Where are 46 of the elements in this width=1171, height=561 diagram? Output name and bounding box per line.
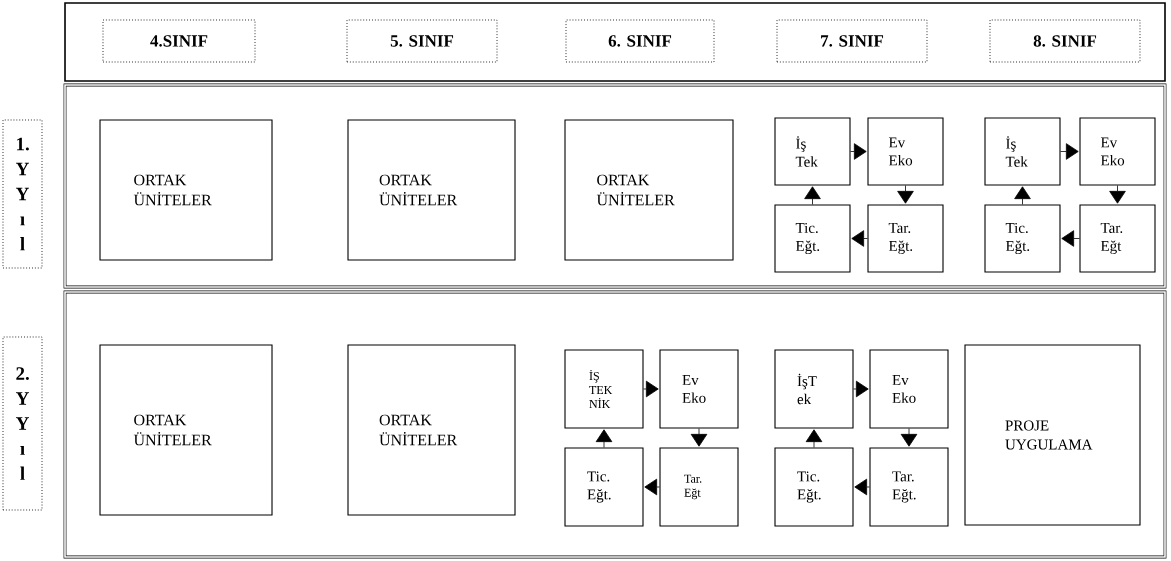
arrow xyxy=(805,429,823,448)
arrow xyxy=(1109,185,1126,204)
arrow xyxy=(804,186,821,205)
grade-box: 5. SINIF xyxy=(346,19,498,63)
topic-box: Ev Eko xyxy=(867,117,944,186)
topic-box: Tar. Eğt. xyxy=(867,204,944,273)
row-label-box: 1. Y Y ı l xyxy=(2,119,43,269)
topic-box: Ev Eko xyxy=(869,349,949,429)
grade-box: 6. SINIF xyxy=(565,19,715,63)
topic-box: İŞ TEK NİK xyxy=(564,349,644,429)
arrow xyxy=(644,478,660,496)
topic-box: İş Tek xyxy=(774,117,851,186)
grade-box: 8. SINIF xyxy=(989,19,1141,63)
topic-box: Tar. Eğt xyxy=(659,447,739,527)
topic-box: Ev Eko xyxy=(659,349,739,429)
topic-box: Tic. Eğt. xyxy=(984,204,1061,273)
topic-box: Tic. Eğt. xyxy=(774,447,854,527)
topic-box: Tic. Eğt. xyxy=(564,447,644,527)
unit-box: ORTAK ÜNİTELER xyxy=(564,119,734,261)
arrow xyxy=(850,143,867,160)
topic-box: Tic. Eğt. xyxy=(774,204,851,273)
topic-box: Tar. Eğt xyxy=(1079,204,1156,273)
project-box: PROJE UYGULAMA xyxy=(964,344,1141,526)
arrow xyxy=(853,380,869,398)
arrow xyxy=(595,429,613,448)
arrow xyxy=(851,230,868,247)
unit-box: ORTAK ÜNİTELER xyxy=(99,119,273,261)
unit-box: ORTAK ÜNİTELER xyxy=(99,344,273,516)
arrow xyxy=(1060,143,1079,160)
arrow xyxy=(1061,230,1080,247)
topic-box: İşT ek xyxy=(774,349,854,429)
arrow xyxy=(643,380,659,398)
grade-box: 4.SINIF xyxy=(102,19,256,63)
grade-box: 7. SINIF xyxy=(776,19,928,63)
arrow xyxy=(1014,186,1031,205)
topic-box: Ev Eko xyxy=(1079,117,1156,186)
topic-box: İş Tek xyxy=(984,117,1061,186)
row-label-box: 2. Y Y ı l xyxy=(2,336,43,511)
arrow xyxy=(900,428,918,447)
unit-box: ORTAK ÜNİTELER xyxy=(347,344,516,516)
arrow xyxy=(897,185,914,204)
header-band xyxy=(64,2,1166,82)
arrow xyxy=(854,478,870,496)
unit-box: ORTAK ÜNİTELER xyxy=(347,119,516,261)
arrow xyxy=(690,428,708,447)
topic-box: Tar. Eğt. xyxy=(869,447,949,527)
